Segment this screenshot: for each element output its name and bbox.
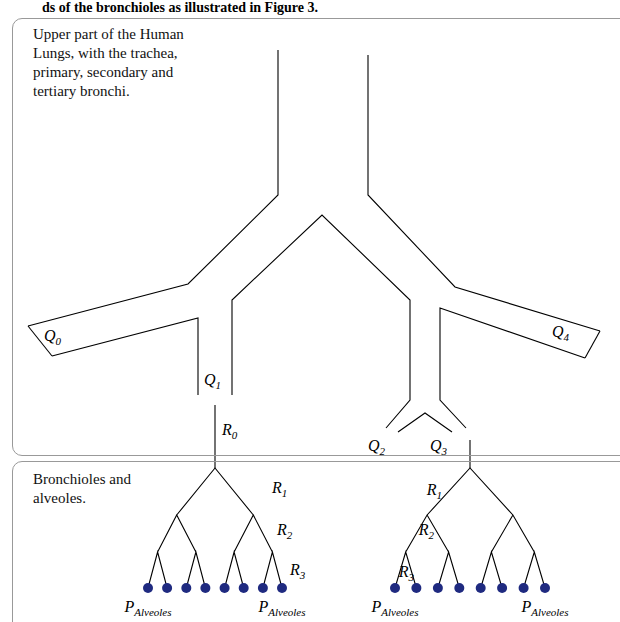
pressure-label: PAlveoles [124,597,171,618]
bronchus-wall [368,55,600,331]
flow-label: Q2 [368,436,385,457]
resistance-label: R0 [222,420,237,441]
bronchiole-stem [469,440,470,468]
pressure-label: PAlveoles [258,597,305,618]
bronchiole-tree [148,468,282,588]
bronchus-wall [232,215,410,428]
flow-label: Q0 [44,326,61,347]
resistance-label: R3 [399,562,414,583]
bronchus-opening [585,331,600,358]
resistance-label: R2 [419,520,434,541]
alveole-dots [143,583,550,593]
resistance-label: R1 [272,478,287,499]
bronchiole-stem [214,405,215,468]
resistance-label: R1 [427,480,442,501]
bronchus-wall [52,318,198,395]
caption-fragment: ds of the bronchioles as illustrated in … [42,0,318,16]
bronchiole-panel: Bronchioles and alveoles. [12,461,620,622]
panel-heading: Upper part of the Human Lungs, with the … [33,25,203,101]
pressure-label: PAlveoles [521,597,568,618]
flow-label: Q1 [204,370,221,391]
resistance-label: R2 [277,520,292,541]
flow-label: Q3 [430,436,447,457]
bronchus-wall [440,308,585,428]
bronchus-wall [398,413,452,432]
resistance-label: R3 [290,560,305,581]
panel-heading: Bronchioles and alveoles. [33,470,133,508]
pressure-label: PAlveoles [371,597,418,618]
bronchiole-tree [395,468,545,588]
flow-label: Q4 [552,322,569,343]
upper-lung-panel: Upper part of the Human Lungs, with the … [12,18,620,456]
